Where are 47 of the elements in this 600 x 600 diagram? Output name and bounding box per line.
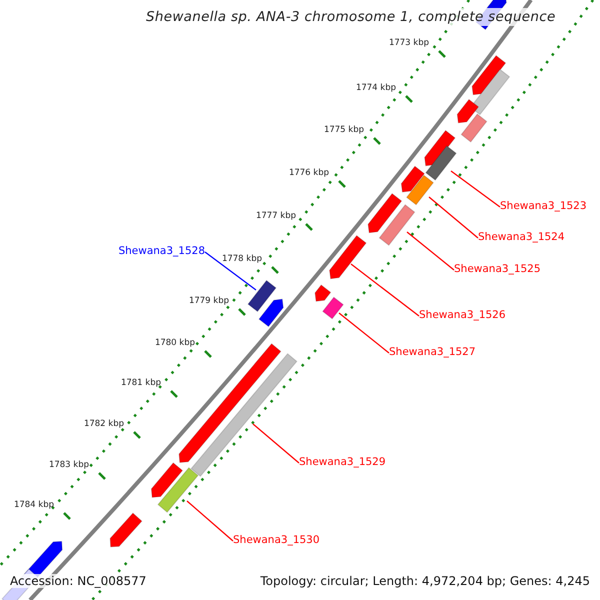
gene-label: Shewana3_1527: [389, 346, 476, 359]
gene-feature: [472, 54, 506, 96]
tick-label: 1776 kbp: [288, 168, 329, 178]
tick-label: 1774 kbp: [356, 83, 396, 94]
leader-line: [428, 196, 478, 238]
gene-bar: [190, 352, 298, 478]
gene-bar: [425, 145, 457, 181]
tick-label: 1784 kbp: [14, 500, 54, 510]
gene-label: Shewana3_1523: [500, 200, 587, 213]
gene-feature: [150, 462, 184, 498]
gene-bar: [247, 280, 277, 312]
leader-line: [350, 264, 420, 316]
leader-line: [450, 170, 500, 208]
tick-label: 1781 kbp: [120, 378, 161, 388]
gene-bar: [460, 113, 488, 143]
gene-feature: [258, 298, 284, 328]
tick-label: 1778 kbp: [222, 254, 262, 264]
gene-label: Shewana3_1529: [299, 456, 386, 469]
gene-feature: [368, 192, 402, 234]
gene-label: Shewana3_1525: [454, 263, 541, 276]
gene-bar: [322, 296, 344, 320]
tick-label: 1775 kbp: [324, 125, 364, 136]
leader-line: [204, 252, 256, 290]
gene-label: Shewana3_1524: [478, 231, 565, 244]
tick-label: 1782 kbp: [84, 419, 124, 430]
gene-feature: [314, 284, 332, 302]
tick-label: 1783 kbp: [48, 460, 89, 470]
accession-text: Accession: NC_008577: [10, 574, 146, 588]
leader-line: [252, 424, 300, 464]
gene-bar: [378, 204, 416, 246]
leader-line: [186, 500, 234, 542]
tick-label: 1773 kbp: [388, 38, 429, 48]
gene-feature: [329, 234, 367, 280]
gene-feature: [456, 98, 480, 124]
leader-line: [406, 232, 454, 270]
gene-bar: [157, 467, 199, 513]
gene-label: Shewana3_1528: [118, 245, 205, 258]
gene-label: Shewana3_1530: [233, 534, 320, 547]
gene-feature: [400, 166, 426, 193]
leader-line: [338, 312, 390, 354]
tick-label: 1780 kbp: [154, 338, 195, 348]
gene-feature: [110, 512, 143, 548]
summary-text: Topology: circular; Length: 4,972,204 bp; Genes: 4,245: [260, 574, 590, 588]
tick-label: 1777 kbp: [256, 211, 296, 222]
tick-label: 1779 kbp: [188, 296, 229, 306]
gene-label: Shewana3_1526: [419, 309, 506, 322]
gene-bar: [406, 174, 434, 206]
